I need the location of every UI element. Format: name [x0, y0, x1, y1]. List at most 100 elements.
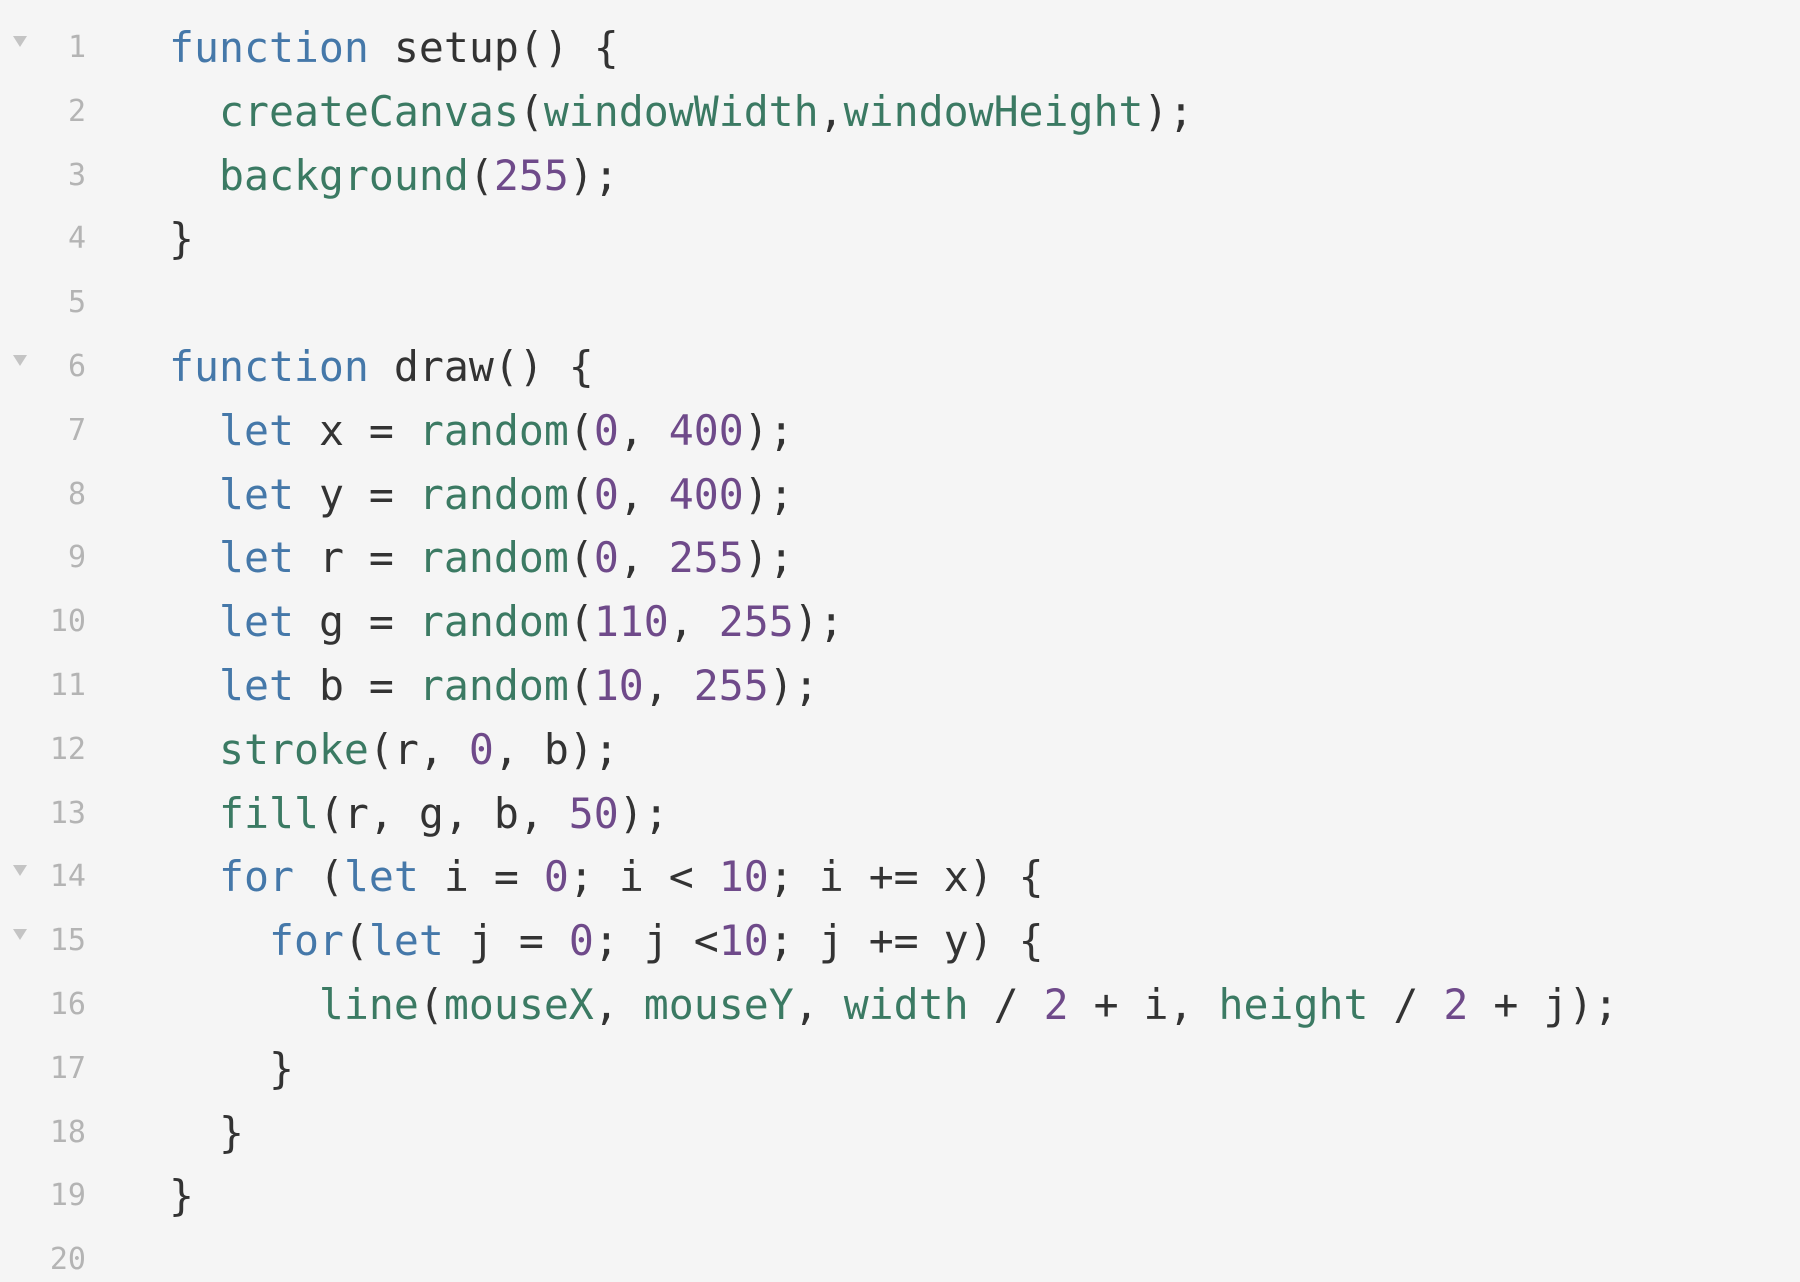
code-line[interactable]: 1 function setup() { — [0, 16, 1800, 80]
line-number: 17 — [49, 1050, 86, 1086]
code-token: ); — [568, 150, 619, 200]
code-token: stroke — [218, 724, 369, 774]
code-text[interactable]: background(255); — [169, 150, 619, 200]
code-line[interactable]: 19} — [0, 1164, 1800, 1228]
code-line[interactable]: 11 let b = random(10, 255); — [0, 654, 1800, 718]
fold-arrow-icon[interactable] — [13, 36, 27, 47]
code-line[interactable]: 3 background(255); — [0, 144, 1800, 208]
code-line[interactable]: 2 createCanvas(windowWidth,windowHeight)… — [0, 80, 1800, 144]
line-number: 11 — [49, 668, 86, 703]
code-token — [169, 533, 219, 582]
code-token — [169, 789, 219, 838]
code-token: 2 — [1443, 980, 1469, 1029]
code-token: width — [843, 980, 969, 1029]
code-text[interactable]: let r = random(0, 255); — [169, 534, 794, 582]
code-token: ); — [743, 469, 794, 519]
code-token: line — [318, 980, 419, 1029]
code-token: random — [418, 661, 569, 710]
code-text[interactable]: let x = random(0, 400); — [169, 405, 794, 455]
code-token: ); — [793, 597, 844, 647]
line-number: 14 — [49, 859, 86, 895]
code-token: 10 — [718, 852, 769, 902]
code-text[interactable]: stroke(r, 0, b); — [169, 724, 619, 774]
code-text[interactable]: fill(r, g, b, 50); — [169, 788, 669, 838]
code-line[interactable]: 7 let x = random(0, 400); — [0, 399, 1800, 463]
code-line[interactable]: 10 let g = random(110, 255); — [0, 590, 1800, 654]
code-token: function — [169, 342, 369, 391]
code-line[interactable]: 16 line(mouseX, mouseY, width / 2 + i, h… — [0, 973, 1800, 1037]
code-token: , — [643, 661, 694, 710]
code-text[interactable]: } — [169, 1107, 244, 1157]
code-line[interactable]: 14 for (let i = 0; i < 10; i += x) { — [0, 845, 1800, 909]
code-token: r = — [293, 533, 419, 583]
line-number: 10 — [49, 604, 86, 640]
code-line[interactable]: 20 — [0, 1228, 1800, 1282]
code-line[interactable]: 8 let y = random(0, 400); — [0, 463, 1800, 527]
code-token: let — [218, 469, 294, 519]
code-token: 0 — [468, 724, 494, 774]
line-number: 12 — [49, 731, 86, 767]
code-text[interactable]: } — [169, 1172, 194, 1220]
code-line[interactable]: 9 let r = random(0, 255); — [0, 526, 1800, 590]
code-token: function — [169, 23, 369, 72]
fold-arrow-icon[interactable] — [13, 865, 27, 877]
code-token: ); — [743, 405, 794, 455]
code-token: , — [618, 405, 669, 455]
code-token: } — [169, 1107, 244, 1157]
code-token: , — [793, 980, 844, 1029]
code-token: + i, — [1068, 980, 1219, 1029]
code-token: / — [1368, 980, 1444, 1029]
code-text[interactable]: for (let i = 0; i < 10; i += x) { — [169, 853, 1044, 901]
code-text[interactable]: } — [169, 1044, 294, 1093]
code-token: 2 — [1043, 980, 1069, 1029]
code-token: ); — [618, 788, 669, 838]
code-line[interactable]: 5 — [0, 271, 1800, 335]
line-number: 1 — [67, 30, 86, 65]
code-token: (r, g, b, — [318, 788, 569, 838]
code-token: , — [818, 86, 844, 136]
code-text[interactable]: } — [169, 215, 194, 263]
code-token — [169, 852, 219, 901]
code-token: random — [418, 469, 569, 519]
code-token: ); — [743, 533, 794, 583]
line-number: 13 — [49, 795, 86, 831]
line-number: 18 — [49, 1114, 86, 1150]
code-line[interactable]: 13 fill(r, g, b, 50); — [0, 782, 1800, 846]
code-text[interactable]: let y = random(0, 400); — [169, 469, 794, 519]
code-line[interactable]: 15 for(let j = 0; j <10; j += y) { — [0, 909, 1800, 973]
code-text[interactable]: createCanvas(windowWidth,windowHeight); — [169, 86, 1193, 136]
code-text[interactable]: let b = random(10, 255); — [169, 662, 819, 710]
code-token: random — [418, 597, 569, 647]
code-token: let — [343, 852, 419, 902]
code-token: + j); — [1468, 980, 1619, 1029]
fold-arrow-icon[interactable] — [13, 929, 27, 941]
line-number: 3 — [67, 157, 86, 193]
code-text[interactable]: line(mouseX, mouseY, width / 2 + i, heig… — [169, 981, 1618, 1029]
line-number: 20 — [49, 1242, 86, 1278]
code-text[interactable]: function draw() { — [169, 343, 594, 391]
code-token: ( — [568, 597, 594, 647]
code-line[interactable]: 4} — [0, 207, 1800, 271]
code-token: ( — [418, 980, 444, 1029]
code-token: for — [268, 916, 344, 966]
code-line[interactable]: 12 stroke(r, 0, b); — [0, 718, 1800, 782]
code-text[interactable]: for(let j = 0; j <10; j += y) { — [169, 917, 1044, 965]
code-token: 400 — [668, 405, 744, 455]
code-token: , — [618, 469, 669, 519]
code-line[interactable]: 18 } — [0, 1101, 1800, 1165]
code-token — [169, 406, 219, 455]
code-text[interactable]: function setup() { — [169, 24, 619, 72]
code-token: x = — [293, 405, 419, 455]
code-token: , b); — [493, 724, 619, 774]
code-text[interactable]: let g = random(110, 255); — [169, 598, 844, 646]
code-token: mouseX — [443, 980, 594, 1029]
code-token: 10 — [593, 661, 644, 710]
fold-arrow-icon[interactable] — [13, 355, 27, 366]
code-token: 0 — [568, 916, 594, 966]
code-line[interactable]: 17 } — [0, 1037, 1800, 1101]
code-token: background — [218, 150, 469, 200]
code-token: windowWidth — [543, 86, 819, 136]
code-token: setup() { — [368, 23, 619, 72]
